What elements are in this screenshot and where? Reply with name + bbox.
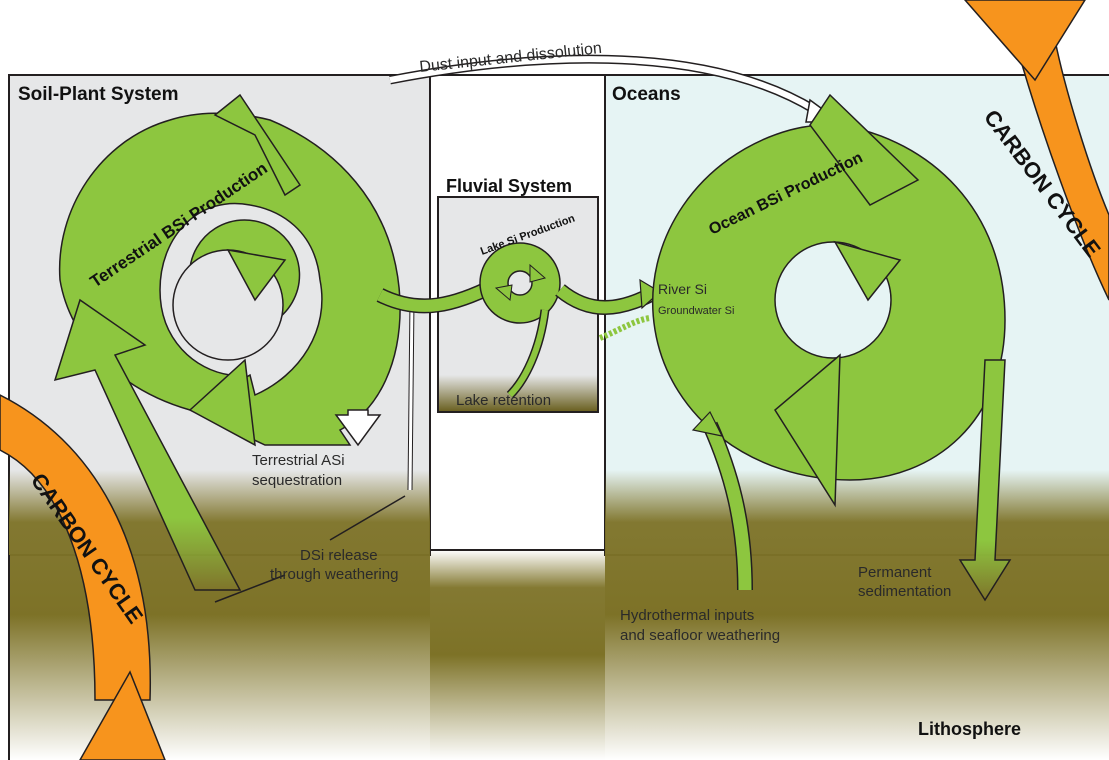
hydro-label-1: Hydrothermal inputs bbox=[620, 607, 754, 624]
asi-label-2: sequestration bbox=[252, 472, 342, 489]
dsi-line-inner bbox=[410, 300, 412, 490]
hydro-label-2: and seafloor weathering bbox=[620, 627, 780, 644]
sed-label-2: sedimentation bbox=[858, 583, 951, 600]
fluvial-title: Fluvial System bbox=[446, 176, 572, 196]
soil-plant-title: Soil-Plant System bbox=[18, 84, 179, 105]
oceans-title: Oceans bbox=[612, 84, 681, 105]
dsi-label-1: DSi release bbox=[300, 547, 378, 564]
carbon-right-arrowhead bbox=[965, 0, 1085, 80]
ground-band-mid bbox=[430, 550, 605, 760]
lake-retention-label: Lake retention bbox=[456, 392, 551, 409]
groundwater-si-label: Groundwater Si bbox=[658, 305, 734, 317]
asi-label-1: Terrestrial ASi bbox=[252, 452, 345, 469]
dsi-label-2: through weathering bbox=[270, 566, 398, 583]
sed-label-1: Permanent bbox=[858, 564, 932, 581]
dust-label: Dust input and dissolution bbox=[419, 40, 603, 76]
river-si-label: River Si bbox=[658, 281, 707, 297]
lithosphere-title: Lithosphere bbox=[918, 719, 1021, 739]
